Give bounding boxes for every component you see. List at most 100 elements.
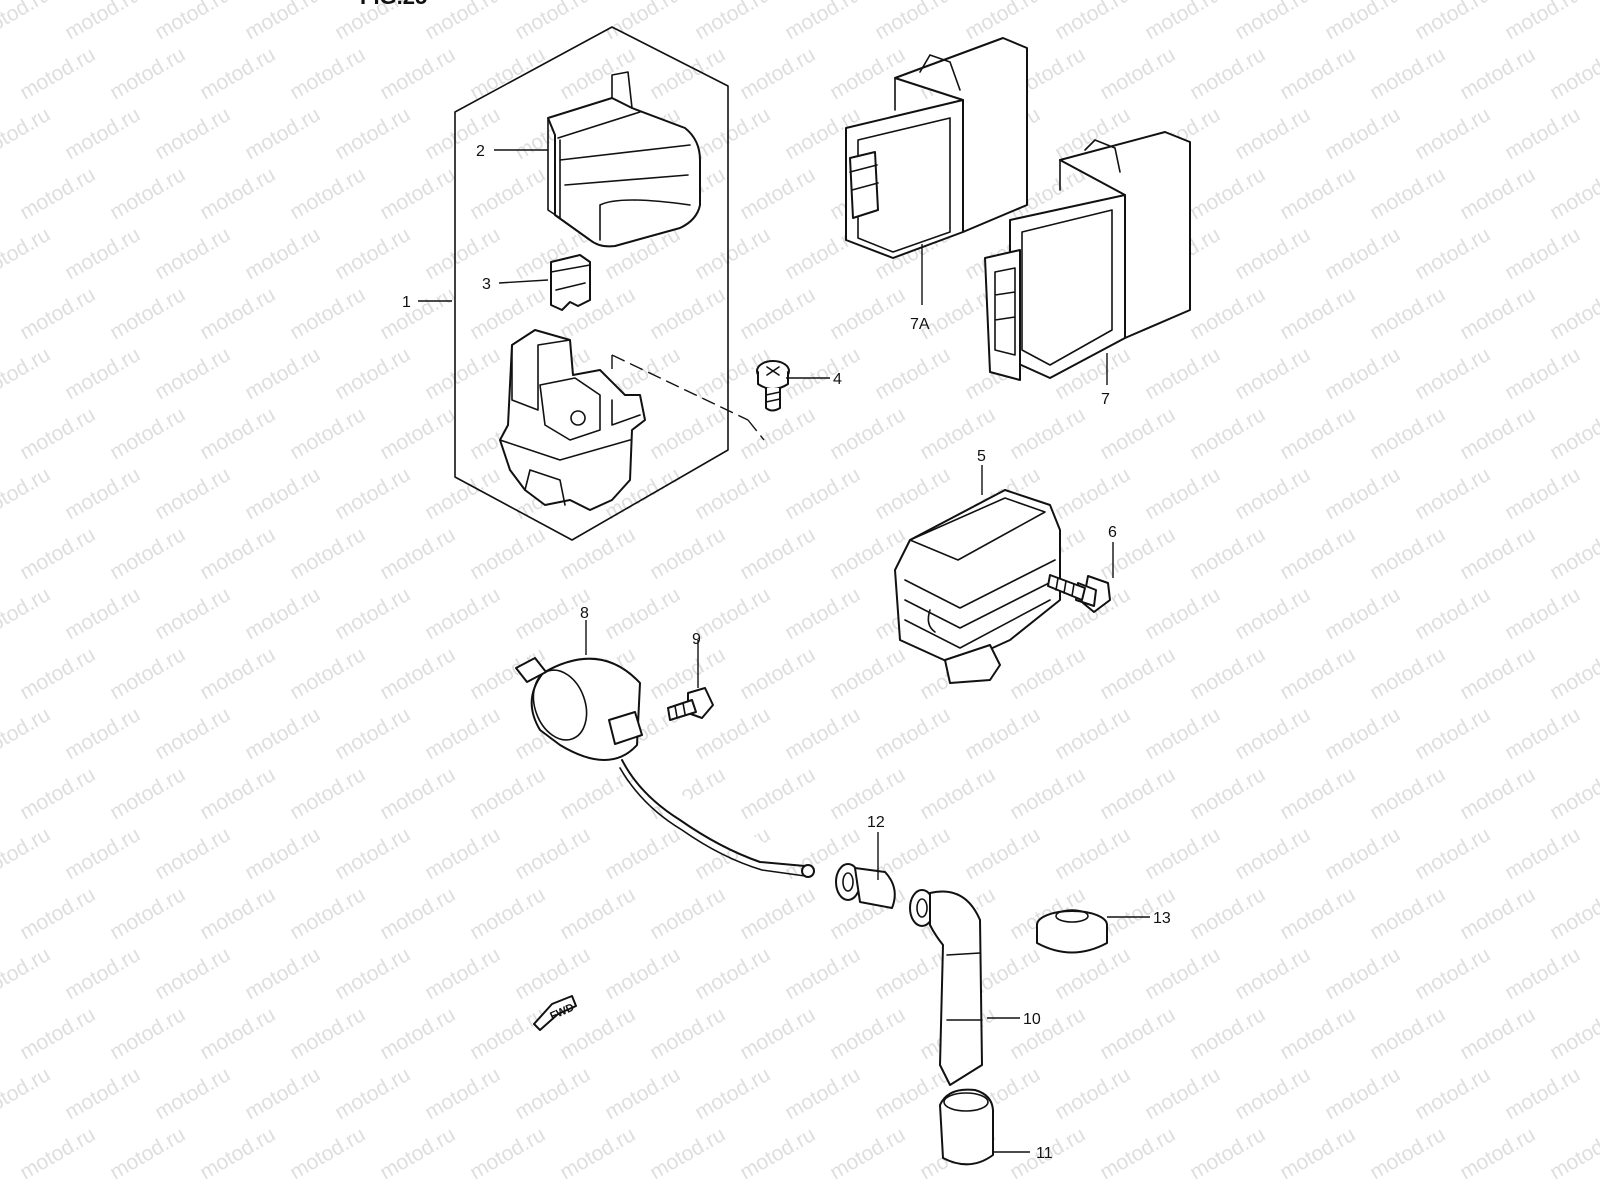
watermark-text: motod.ru [1366,43,1449,104]
watermark-text: motod.ru [196,763,279,824]
watermark-text: motod.ru [151,463,234,524]
high-tension-lead[interactable] [619,759,815,878]
watermark-text: motod.ru [1231,343,1314,404]
watermark-text: motod.ru [241,583,324,644]
watermark-text: motod.ru [1501,0,1584,44]
watermark-text: motod.ru [1321,463,1404,524]
watermark-text: motod.ru [511,943,594,1004]
watermark-text: motod.ru [601,823,684,884]
watermark-text: motod.ru [286,1123,369,1184]
watermark-text: motod.ru [1231,823,1314,884]
watermark-text: motod.ru [1456,523,1539,584]
grommet-part-12[interactable] [835,863,896,909]
callout-labels: 1 2 3 4 5 6 7 7A 8 9 10 11 12 13 [402,143,1171,1162]
watermark-text: motod.ru [1501,103,1584,164]
watermark-text: motod.ru [781,1063,864,1124]
watermark-text: motod.ru [1411,463,1494,524]
watermark-text: motod.ru [1276,43,1359,104]
watermark-text: motod.ru [1501,223,1584,284]
starter-relay-assembly-box[interactable] [454,26,729,541]
watermark-text: motod.ru [331,583,414,644]
watermark-text: motod.ru [151,943,234,1004]
watermark-text: motod.ru [1186,1123,1269,1184]
watermark-text: motod.ru [151,0,234,44]
watermark-text: motod.ru [736,643,819,704]
bolt-part-6[interactable] [1047,574,1111,613]
watermark-text: motod.ru [826,43,909,104]
watermark-text: motod.ru [1276,163,1359,224]
watermark-text: motod.ru [601,1063,684,1124]
watermark-text: motod.ru [16,43,99,104]
watermark-text: motod.ru [556,43,639,104]
watermark-text: motod.ru [16,763,99,824]
watermark-text: motod.ru [106,1123,189,1184]
watermark-text: motod.ru [151,223,234,284]
cdi-unit-part-7[interactable] [984,131,1191,381]
watermark-text: motod.ru [1231,703,1314,764]
watermark-text: motod.ru [691,583,774,644]
watermark-text: motod.ru [601,0,684,44]
watermark-text: motod.ru [331,703,414,764]
watermark-text: motod.ru [736,163,819,224]
watermark-text: motod.ru [16,403,99,464]
watermark-text: motod.ru [1276,403,1359,464]
cdi-unit-part-7a[interactable] [845,37,1028,259]
figure-title: FIG.25 [360,0,427,9]
screw-part-4[interactable] [756,360,790,412]
watermark-text: motod.ru [1141,463,1224,524]
watermark-text: motod.ru [196,883,279,944]
fuse-part-3[interactable] [550,254,591,311]
watermark-text: motod.ru [1501,1063,1584,1124]
watermark-text: motod.ru [1141,343,1224,404]
watermark-text: motod.ru [286,163,369,224]
watermark-text: motod.ru [286,403,369,464]
watermark-text: motod.ru [106,883,189,944]
watermark-text: motod.ru [286,763,369,824]
bolt-part-9[interactable] [667,687,714,721]
watermark-text: motod.ru [1546,523,1600,584]
watermark-text: motod.ru [1276,643,1359,704]
watermark-text: motod.ru [1411,943,1494,1004]
watermark-text: motod.ru [421,703,504,764]
watermark-text: motod.ru [16,163,99,224]
watermark-text: motod.ru [151,823,234,884]
watermark-text: motod.ru [61,463,144,524]
watermark-text: motod.ru [16,1123,99,1184]
starter-relay-body[interactable] [499,329,646,511]
watermark-text: motod.ru [1366,1003,1449,1064]
watermark-text: motod.ru [1456,883,1539,944]
watermark-text: motod.ru [1411,583,1494,644]
watermark-text: motod.ru [0,823,54,884]
watermark-text: motod.ru [61,703,144,764]
watermark-text: motod.ru [0,223,54,284]
watermark-text: motod.ru [691,103,774,164]
watermark-text: motod.ru [241,463,324,524]
watermark-text: motod.ru [376,1003,459,1064]
watermark-text: motod.ru [151,1063,234,1124]
callout-6: 6 [1108,524,1117,541]
watermark-text: motod.ru [331,823,414,884]
watermark-text: motod.ru [196,643,279,704]
grommet-part-13[interactable] [1036,909,1108,954]
watermark-text: motod.ru [556,883,639,944]
watermark-text: motod.ru [1006,763,1089,824]
watermark-text: motod.ru [376,43,459,104]
callout-2: 2 [476,143,485,160]
watermark-text: motod.ru [0,583,54,644]
regulator-rectifier-part-5[interactable] [894,489,1061,684]
watermark-text: motod.ru [1231,1063,1314,1124]
watermark-text: motod.ru [61,1063,144,1124]
watermark-text: motod.ru [376,643,459,704]
watermark-text: motod.ru [466,763,549,824]
spark-plug-cap-part-10[interactable] [909,889,983,1086]
watermark-text: motod.ru [1096,1123,1179,1184]
watermark-text: motod.ru [1501,943,1584,1004]
ignition-coil-part-8[interactable] [515,657,643,761]
cap-part-11[interactable] [939,1088,994,1166]
watermark-text: motod.ru [1366,763,1449,824]
watermark-text: motod.ru [1456,403,1539,464]
watermark-text: motod.ru [1321,0,1404,44]
relay-cover-part-2[interactable] [547,71,701,248]
watermark-text: motod.ru [736,283,819,344]
